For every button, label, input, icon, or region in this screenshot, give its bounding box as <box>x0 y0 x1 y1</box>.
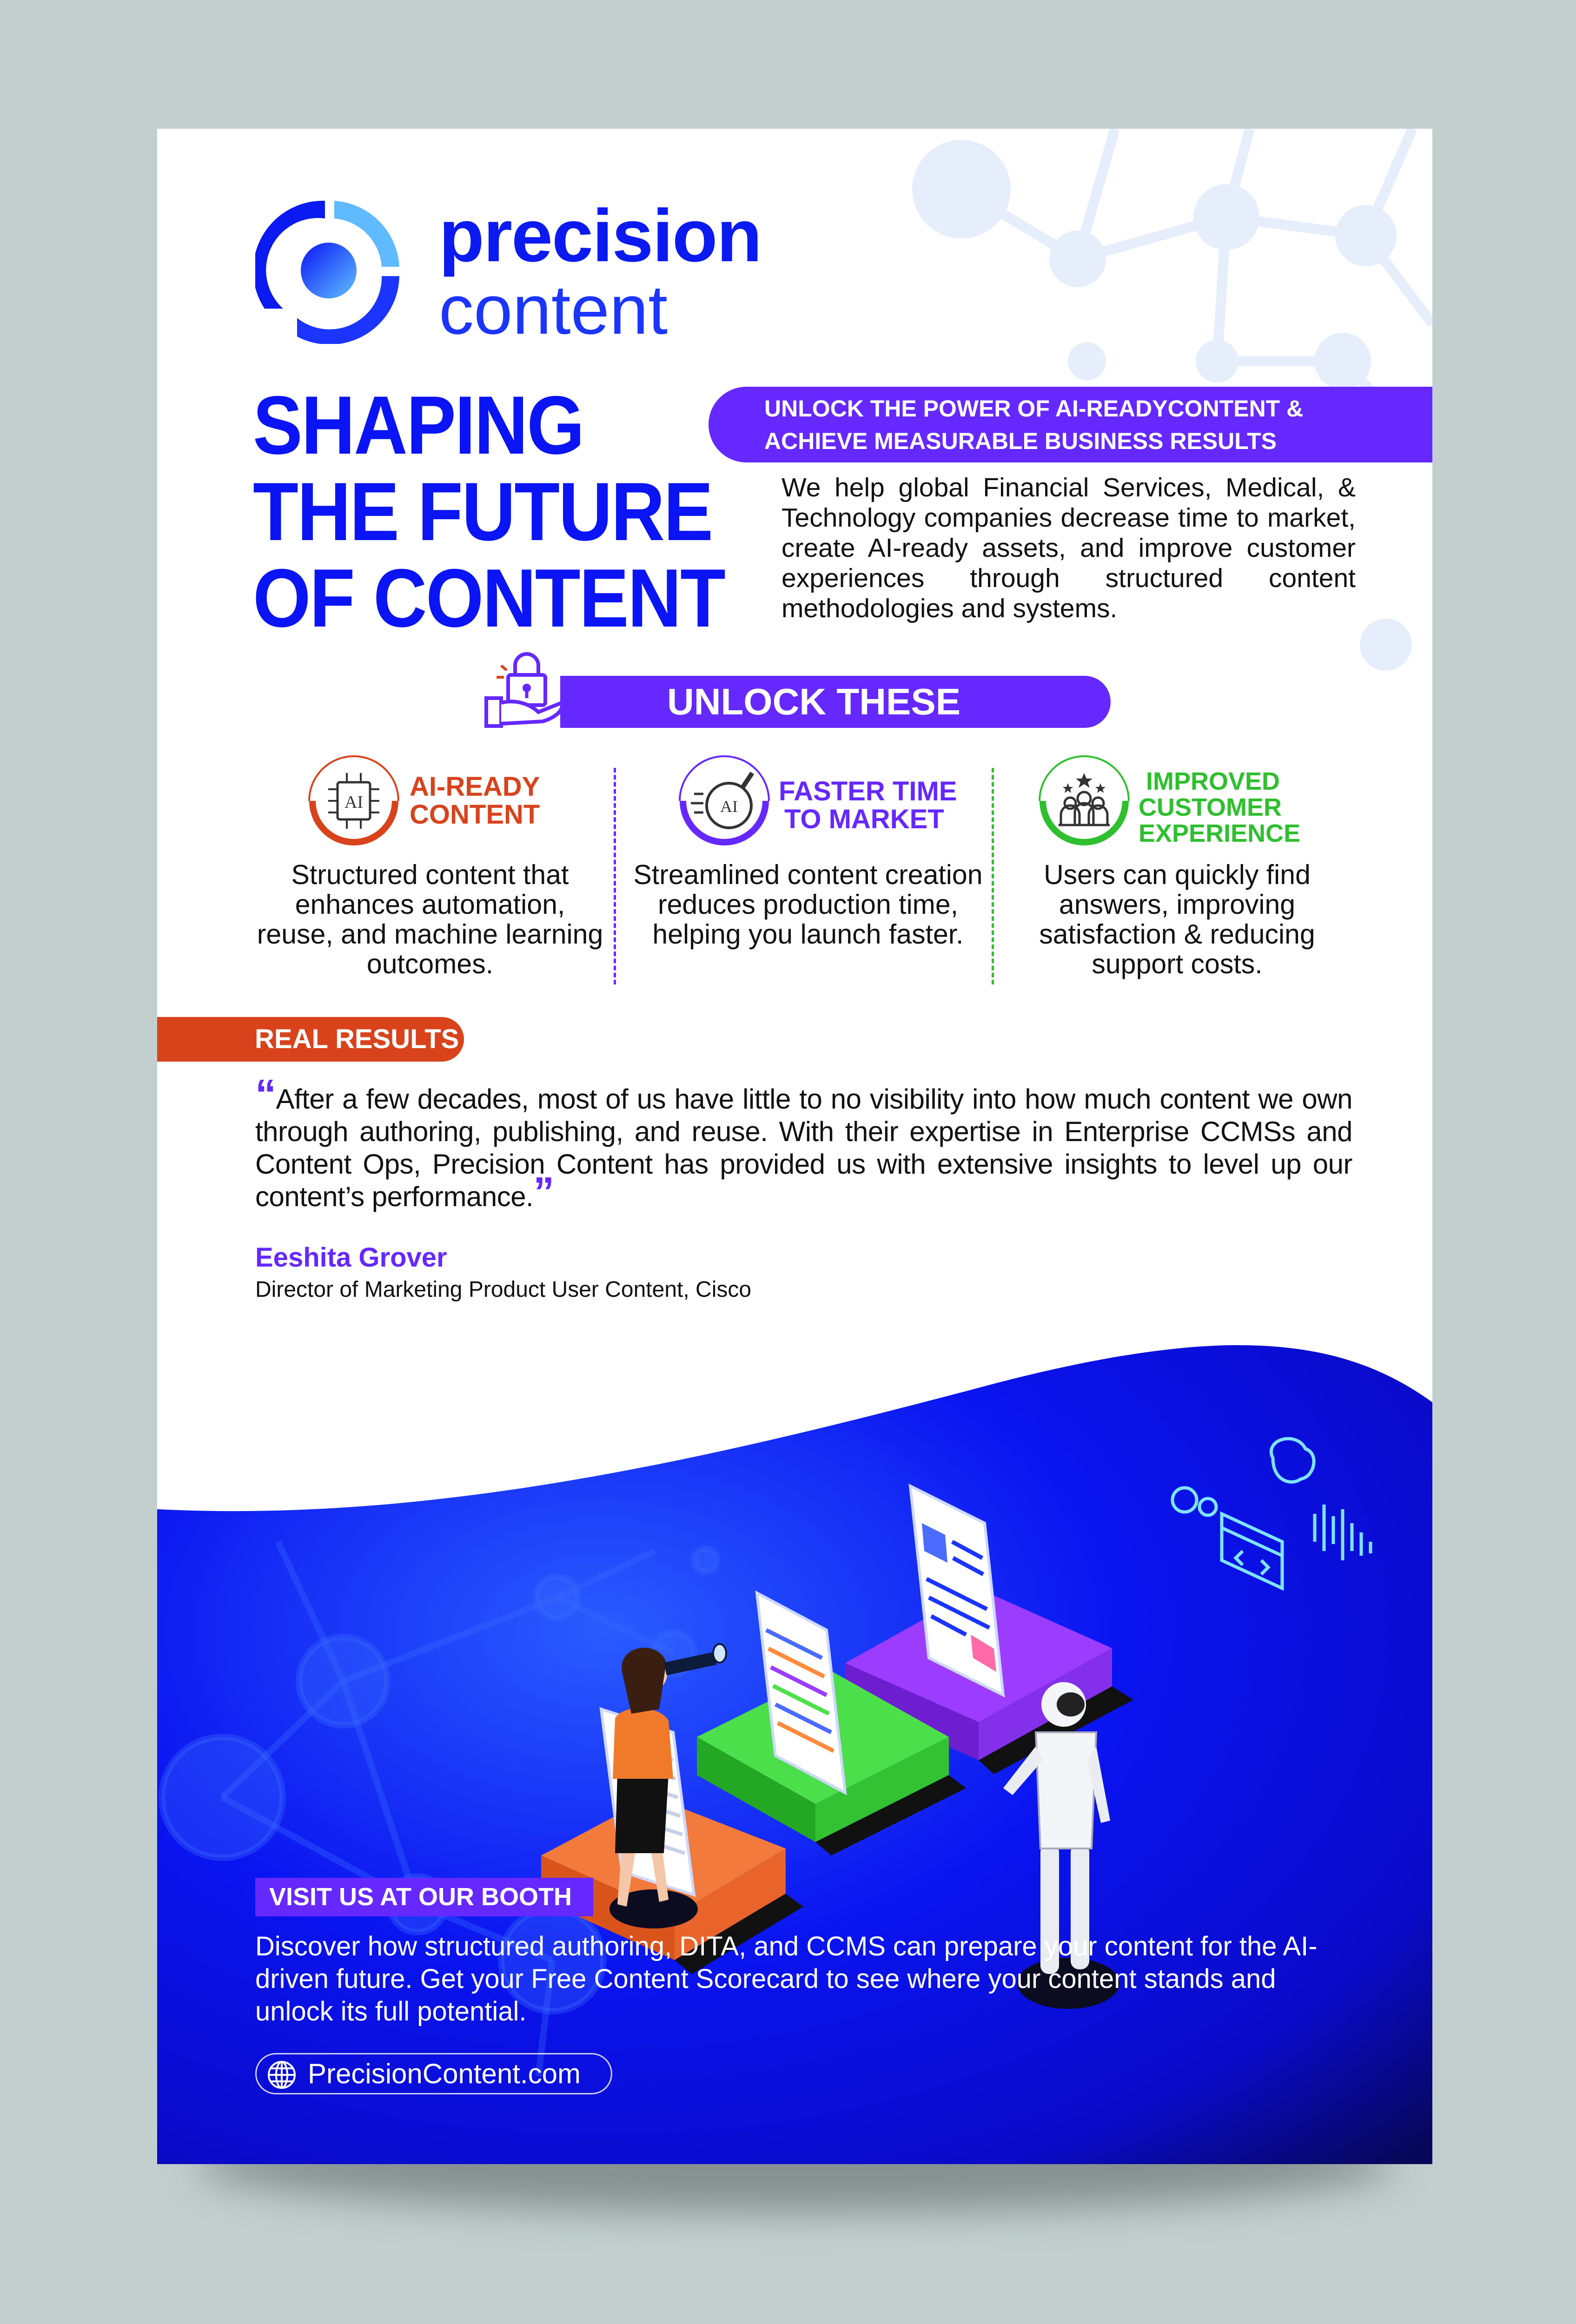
benefit-title-line: CUSTOMER <box>1139 793 1282 821</box>
svg-text:AI: AI <box>344 792 363 812</box>
globe-icon <box>268 2061 296 2089</box>
svg-text:AI: AI <box>720 797 738 816</box>
benefits-title: UNLOCK THESE BENEFITS <box>560 676 1111 774</box>
booth-description: Discover how structured authoring, DITA,… <box>255 1931 1318 2027</box>
benefit-description: Structured content that enhances automat… <box>257 859 603 979</box>
woman-with-telescope <box>609 1643 727 1928</box>
tech-icons <box>1171 1437 1372 1591</box>
content-workflow-illustration <box>541 1437 1372 2009</box>
code-window-icon <box>1220 1511 1284 1591</box>
headline-line: THE FUTURE <box>253 465 713 558</box>
lock-hand-icon <box>484 652 564 728</box>
benefit-ai-ready: AI AI-READY CONTENT Structured content t… <box>253 754 607 1015</box>
benefit-customer-experience: IMPROVED CUSTOMER EXPERIENCE Users can q… <box>1000 754 1354 1015</box>
sound-wave-icon <box>1313 1505 1372 1560</box>
robot <box>1003 1682 1119 2009</box>
quote-text: After a few decades, most of us have lit… <box>255 1083 1353 1212</box>
ai-stopwatch-icon: AI <box>679 755 770 845</box>
benefit-title-line: EXPERIENCE <box>1139 819 1301 847</box>
value-banner: UNLOCK THE POWER OF AI-READYCONTENT & AC… <box>709 387 1432 462</box>
precision-content-logo-icon <box>255 200 399 344</box>
logo-wordmark-line1: precision <box>439 194 762 277</box>
logo-wordmark-line2: content <box>439 271 668 349</box>
banner-line: ACHIEVE MEASURABLE BUSINESS RESULTS <box>764 428 1277 454</box>
benefit-title-line: TO MARKET <box>784 804 944 834</box>
testimonial-role: Director of Marketing Product User Conte… <box>255 1277 752 1302</box>
benefit-title-line: CONTENT <box>410 799 540 830</box>
benefit-faster-time: AI FASTER TIME TO MARKET Streamlined con… <box>631 754 985 1015</box>
benefit-title-line: IMPROVED <box>1146 767 1280 795</box>
headline-line: OF CONTENT <box>253 552 726 644</box>
real-results-label: REAL RESULTS <box>157 1017 464 1062</box>
testimonial-quote: “After a few decades, most of us have li… <box>255 1074 1353 1215</box>
column-divider <box>614 768 616 984</box>
visit-booth-label: VISIT US AT OUR BOOTH <box>255 1878 593 1916</box>
column-divider <box>992 768 994 984</box>
benefit-title: IMPROVED CUSTOMER EXPERIENCE <box>1139 768 1300 846</box>
benefit-description: Streamlined content creation reduces pro… <box>633 859 983 950</box>
headline: SHAPING THE FUTURE OF CONTENT <box>253 379 726 644</box>
banner-line: UNLOCK THE POWER OF AI-READYCONTENT & <box>764 396 1304 422</box>
gear-icon <box>1171 1486 1218 1517</box>
ai-chip-icon: AI <box>308 755 399 845</box>
benefit-title: FASTER TIME TO MARKET <box>779 778 957 833</box>
document-purple <box>908 1483 1005 1698</box>
brain-icon <box>1270 1437 1316 1484</box>
website-link-button[interactable]: PrecisionContent.com <box>255 2053 612 2094</box>
open-quote-mark: “ <box>255 1071 276 1118</box>
intro-paragraph: We help global Financial Services, Medic… <box>781 473 1356 623</box>
benefit-title: AI-READY CONTENT <box>410 773 540 829</box>
testimonial-author: Eeshita Grover <box>255 1242 447 1273</box>
benefit-title-line: FASTER TIME <box>779 776 957 806</box>
customers-stars-icon <box>1039 755 1130 845</box>
poster: precision content SHAPING THE FUTURE OF … <box>157 129 1432 2164</box>
website-url: PrecisionContent.com <box>308 2058 581 2089</box>
benefit-description: Users can quickly find answers, improvin… <box>1039 859 1315 979</box>
headline-line: SHAPING <box>253 379 585 471</box>
benefit-title-line: AI-READY <box>410 772 540 802</box>
document-green <box>755 1590 847 1796</box>
close-quote-mark: ” <box>533 1169 554 1215</box>
